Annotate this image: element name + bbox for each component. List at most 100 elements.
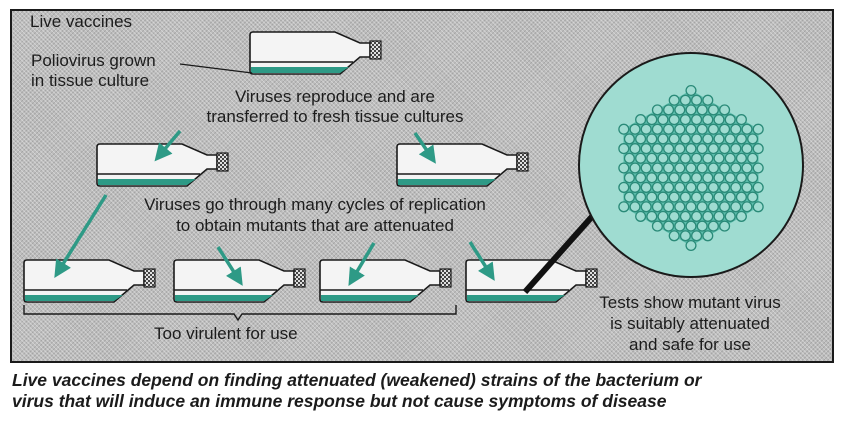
capsomere <box>623 133 635 145</box>
capsomere <box>646 210 658 222</box>
culture-medium <box>398 179 496 185</box>
capsomere <box>651 220 663 232</box>
diagram-title: Live vaccines <box>30 12 133 31</box>
capsomere <box>702 172 714 184</box>
flask-attenuated <box>465 259 598 303</box>
capsomere <box>741 181 753 193</box>
capsomere <box>635 191 647 203</box>
capsomere <box>674 162 686 174</box>
capsomere <box>651 181 663 193</box>
capsomere <box>691 210 703 222</box>
capsomere <box>618 143 630 155</box>
arrow-to-transfer-left <box>154 129 182 162</box>
flask-initial-culture <box>249 31 382 75</box>
capsomere <box>640 201 652 213</box>
flask-cap <box>216 152 229 172</box>
capsomere <box>707 220 719 232</box>
capsomere <box>724 210 736 222</box>
capsomere <box>730 143 742 155</box>
capsomere <box>663 123 675 135</box>
capsomere <box>674 220 686 232</box>
label-step2-line1: Viruses go through many cycles of replic… <box>144 195 486 214</box>
label-step2-line2: to obtain mutants that are attenuated <box>176 216 454 235</box>
capsomere <box>668 172 680 184</box>
capsomere <box>674 143 686 155</box>
capsomere <box>752 123 764 135</box>
capsomere <box>702 133 714 145</box>
label-step1-line2: transferred to fresh tissue cultures <box>206 107 464 126</box>
arrow-to-cycle-2 <box>216 246 243 286</box>
capsomere <box>685 143 697 155</box>
capsomere <box>663 143 675 155</box>
capsomere <box>651 162 663 174</box>
capsomere <box>629 181 641 193</box>
capsomere <box>679 230 691 242</box>
capsomere <box>674 181 686 193</box>
capsomere <box>657 152 669 164</box>
capsomere <box>719 143 731 155</box>
capsomere <box>719 201 731 213</box>
capsomere <box>730 181 742 193</box>
capsomere <box>651 104 663 116</box>
capsomere <box>696 143 708 155</box>
capsomere <box>679 133 691 145</box>
too-virulent-bracket <box>23 305 457 322</box>
capsomere <box>623 191 635 203</box>
capsomere <box>696 104 708 116</box>
capsomere <box>646 152 658 164</box>
label-result-line2: is suitably attenuated <box>610 314 770 333</box>
capsomere <box>752 162 764 174</box>
capsomere <box>657 191 669 203</box>
capsomere <box>635 152 647 164</box>
capsomere <box>724 133 736 145</box>
capsomere <box>640 181 652 193</box>
label-too-virulent: Too virulent for use <box>154 324 298 343</box>
capsomere <box>696 220 708 232</box>
capsomere <box>691 230 703 242</box>
capsomere <box>646 114 658 126</box>
capsomere <box>635 133 647 145</box>
capsomere <box>707 123 719 135</box>
flask-transfer-left <box>96 143 229 187</box>
capsomere <box>724 172 736 184</box>
flask-cap <box>293 268 306 288</box>
arrow-to-cycle-1 <box>54 194 108 278</box>
capsomere <box>679 210 691 222</box>
capsomere <box>685 123 697 135</box>
capsomere <box>747 172 759 184</box>
capsomere <box>713 152 725 164</box>
figure-caption: Live vaccines depend on finding attenuat… <box>12 370 842 412</box>
capsomere <box>668 191 680 203</box>
capsomere <box>668 210 680 222</box>
capsomere <box>691 172 703 184</box>
capsomere <box>702 152 714 164</box>
capsomere <box>618 162 630 174</box>
capsomere <box>685 104 697 116</box>
magnified-virus <box>522 52 804 294</box>
capsomere <box>646 191 658 203</box>
capsomere <box>696 181 708 193</box>
capsomere <box>707 181 719 193</box>
capsomere <box>724 152 736 164</box>
capsomere <box>719 220 731 232</box>
capsomere <box>668 152 680 164</box>
capsomere <box>679 172 691 184</box>
capsomere <box>685 220 697 232</box>
capsomere <box>741 201 753 213</box>
capsomere <box>623 152 635 164</box>
capsomere <box>635 210 647 222</box>
capsomere <box>668 94 680 106</box>
capsomere <box>646 172 658 184</box>
flask-cap <box>143 268 156 288</box>
capsomere <box>679 94 691 106</box>
capsomere <box>657 114 669 126</box>
capsomere <box>640 123 652 135</box>
culture-medium <box>25 295 123 301</box>
arrow-to-transfer-right <box>413 132 436 164</box>
capsomere <box>741 162 753 174</box>
capsomere <box>735 191 747 203</box>
capsomere <box>735 133 747 145</box>
capsomere <box>707 162 719 174</box>
capsomere <box>707 201 719 213</box>
